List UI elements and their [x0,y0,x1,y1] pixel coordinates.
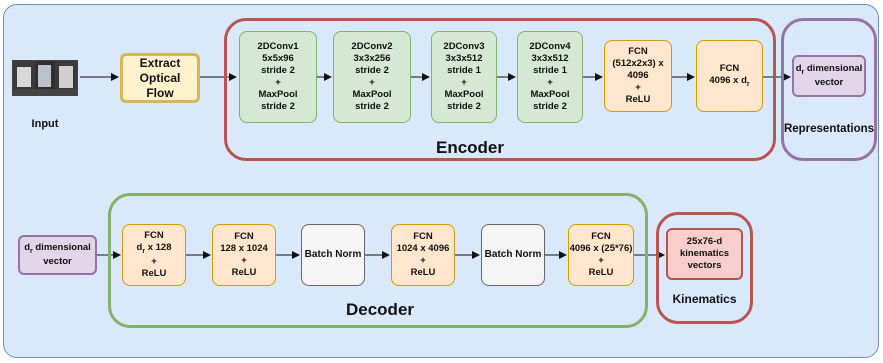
input-label: Input [31,118,59,130]
input-image [12,60,78,96]
batch-norm-1-block: Batch Norm [301,224,365,286]
dec-fcn2-block: FCN 128 x 1024 + ReLU [212,224,276,286]
kinematics-vector-box: 25x76-d kinematics vectors [666,228,743,280]
extract-optical-flow-box: Extract Optical Flow [120,53,200,103]
conv4-block: 2DConv4 3x3x512 stride 1 + MaxPool strid… [517,31,583,123]
conv1-block: 2DConv1 5x5x96 stride 2 + MaxPool stride… [239,31,317,123]
batch-norm-2-block: Batch Norm [481,224,545,286]
dec-fcn3-block: FCN 1024 x 4096 + ReLU [391,224,455,286]
decoder-input-vector-box: dr dimensional vector [18,235,97,275]
input-frames-icon [13,61,77,95]
encoder-title: Encoder [435,138,505,157]
decoder-group [108,193,648,328]
dec-fcn4-block: FCN 4096 x (25*76) + ReLU [568,224,634,286]
enc-fcn2-block: FCN 4096 x dr [696,40,763,112]
encoder-group [224,18,776,161]
kinematics-title: Kinematics [672,292,737,306]
conv3-block: 2DConv3 3x3x512 stride 1 + MaxPool strid… [431,31,497,123]
decoder-title: Decoder [345,300,415,319]
enc-fcn2-subscript: r [746,80,750,88]
enc-fcn1-block: FCN (512x2x3) x 4096 + ReLU [604,40,672,112]
representations-title: Representations [783,123,875,135]
representations-group [781,18,877,161]
conv2-block: 2DConv2 3x3x256 stride 2 + MaxPool strid… [333,31,411,123]
kinematics-group [656,212,753,324]
representation-vector-box: dr dimensional vector [792,55,866,97]
